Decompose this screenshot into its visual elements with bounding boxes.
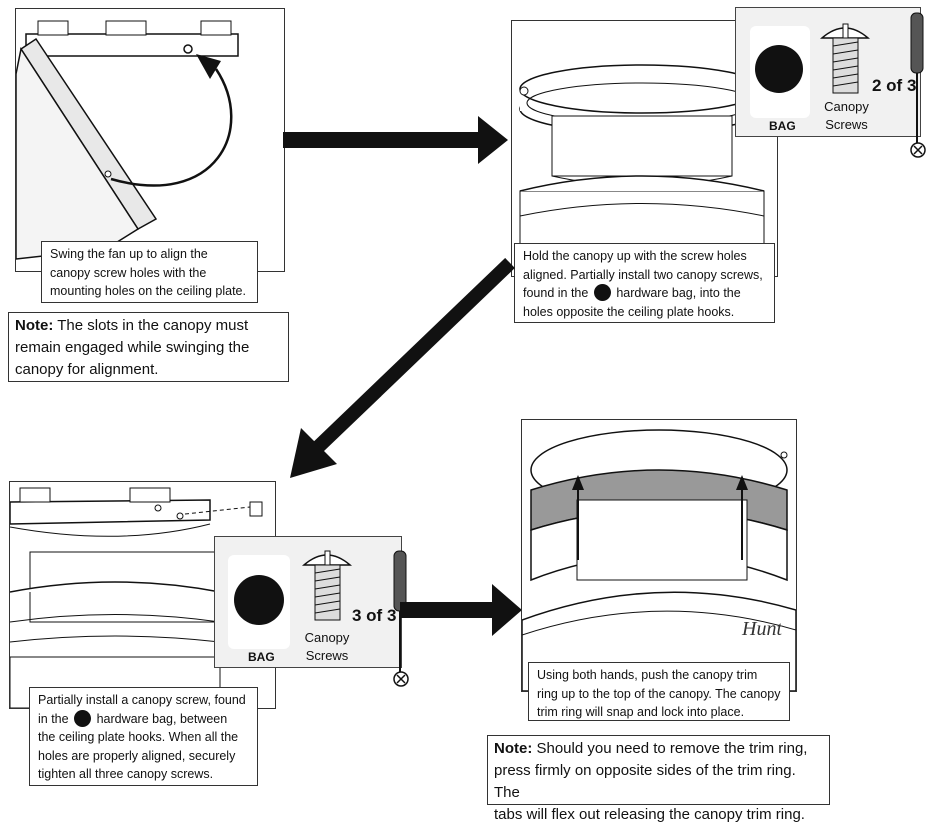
- note-label: Note:: [15, 317, 54, 334]
- note-text: The slots in the canopy must: [53, 317, 249, 334]
- step3-caption-line: holes are properly aligned, securely: [38, 748, 236, 763]
- step4-caption-line: Using both hands, push the canopy trim: [537, 668, 758, 682]
- arrow-right-icon: [283, 116, 508, 164]
- step-count: 3 of 3: [352, 606, 397, 625]
- step4-caption-line: ring up to the top of the canopy. The ca…: [537, 686, 781, 701]
- bag-dot: [755, 45, 803, 93]
- note-text: remain engaged while swinging the: [15, 339, 250, 356]
- step2-caption-line: found in the: [523, 286, 589, 300]
- canopy-screw-drawing: [10, 487, 263, 708]
- arrow-right-icon: [400, 584, 522, 636]
- screw-label-line: Screws: [825, 117, 868, 132]
- note-text: press firmly on opposite sides of the tr…: [494, 762, 796, 801]
- hardware-bag-dot-icon: [593, 284, 611, 301]
- screw-label: Canopy Screws: [299, 629, 355, 665]
- step2-caption-line: aligned. Partially install two canopy sc…: [523, 267, 763, 282]
- bag-label: BAG: [248, 650, 275, 664]
- step2-caption-line: holes opposite the ceiling plate hooks.: [523, 304, 735, 319]
- step2-illustration: [511, 20, 778, 277]
- trim-ring-drawing: Hunt: [522, 429, 796, 691]
- note-label: Note:: [494, 740, 533, 757]
- phillips-icon: [910, 142, 926, 158]
- step2-caption: Hold the canopy up with the screw holes …: [514, 243, 775, 323]
- step3-caption: Partially install a canopy screw, found …: [29, 687, 258, 786]
- step2-caption-line: Hold the canopy up with the screw holes: [523, 249, 747, 263]
- step2-caption-line: hardware bag, into the: [616, 286, 741, 300]
- step1-caption-line: Swing the fan up to align the: [50, 247, 208, 261]
- step-count: 2 of 3: [872, 76, 917, 95]
- svg-text:Hunt: Hunt: [741, 618, 782, 640]
- step1-note: Note: The slots in the canopy must remai…: [8, 312, 289, 382]
- step2-hardware-inset: BAG Canopy Screws 2 of 3: [735, 7, 921, 137]
- screwdriver-icon: [393, 550, 407, 676]
- screwdriver-icon: [910, 12, 924, 143]
- arrow-diagonal-icon: [290, 258, 515, 478]
- step4-caption-line: trim ring will snap and lock into place.: [537, 705, 745, 719]
- note-text: canopy for alignment.: [15, 361, 159, 378]
- note-text: Should you need to remove the trim ring,: [532, 740, 808, 757]
- step3-caption-line: tighten all three canopy screws.: [38, 767, 214, 781]
- hardware-bag-dot-icon: [74, 709, 92, 727]
- step4-illustration: Hunt: [521, 419, 797, 692]
- step3-caption-line: Partially install a canopy screw, found: [38, 693, 246, 707]
- fan-swing-drawing: [16, 20, 239, 260]
- step3-caption-line: hardware bag, between: [96, 711, 228, 726]
- screw-icon: [301, 550, 353, 621]
- step1-caption-line: canopy screw holes with the: [50, 265, 207, 280]
- step1-caption-line: mounting holes on the ceiling plate.: [50, 284, 246, 298]
- step3-hardware-inset: BAG Canopy Screws 3 of 3: [214, 536, 402, 668]
- step3-caption-line: in the: [38, 711, 69, 726]
- screw-label-line: Screws: [305, 648, 349, 663]
- bag-label: BAG: [769, 119, 796, 133]
- screw-icon: [819, 23, 871, 94]
- step3-caption-line: the ceiling plate hooks. When all the: [38, 730, 239, 744]
- step4-caption: Using both hands, push the canopy trim r…: [528, 662, 790, 721]
- step4-note: Note: Should you need to remove the trim…: [487, 735, 830, 823]
- screw-label: Canopy Screws: [819, 98, 874, 134]
- note-text: tabs will flex out releasing the canopy …: [494, 806, 805, 823]
- screw-label-line: Canopy: [304, 630, 350, 645]
- step1-illustration: [15, 8, 285, 272]
- bag-dot: [234, 575, 284, 625]
- phillips-icon: [393, 671, 409, 687]
- screw-label-line: Canopy: [824, 99, 869, 114]
- step1-caption: Swing the fan up to align the canopy scr…: [41, 241, 258, 303]
